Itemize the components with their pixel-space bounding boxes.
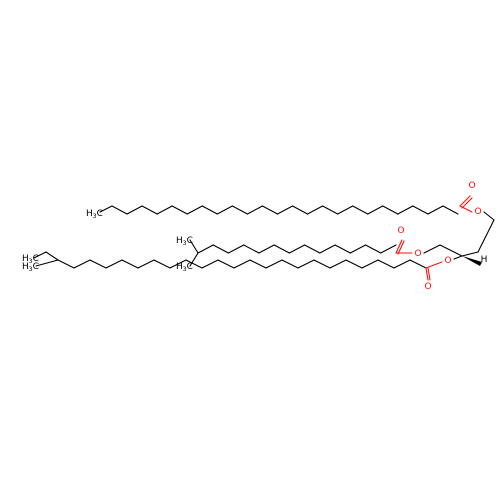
middle-chain-bond xyxy=(243,244,260,254)
ester-oxygen-top: O xyxy=(474,207,481,217)
top-chain-bond xyxy=(397,205,414,215)
top-chain-bond xyxy=(337,205,354,215)
middle-chain-bond xyxy=(319,244,336,254)
bottom-chain-bond xyxy=(137,259,155,269)
bottom-chain-bond xyxy=(313,259,331,269)
middle-carbonyl-bond xyxy=(395,239,403,254)
bottom-carbonyl-bond xyxy=(427,267,431,281)
bottom-chain-bond xyxy=(185,259,203,269)
middle-chain-bond xyxy=(349,244,367,254)
middle-chain-bond xyxy=(227,244,245,254)
middle-chain-bond xyxy=(197,244,214,254)
bottom-chain-bond xyxy=(73,259,91,269)
top-carbonyl-bond xyxy=(461,197,473,209)
top-chain-bond xyxy=(171,205,188,215)
middle-carbonyl-bond xyxy=(397,240,405,255)
bottom-chain-bond xyxy=(249,259,267,269)
methyl-top-label: H3C xyxy=(86,209,103,220)
bottom-chain-bond xyxy=(377,259,395,269)
bottom-chain-bond xyxy=(121,259,139,269)
top-chain-bond xyxy=(427,205,444,215)
top-chain-bond xyxy=(126,205,143,215)
carbonyl-oxygen-bottom: O xyxy=(424,282,431,292)
bottom-ester-bond xyxy=(425,261,443,269)
bottom-chain-bond xyxy=(345,259,363,269)
middle-chain-bond xyxy=(334,244,351,254)
atom-labels: O O O O O O H H3C H3C H3C H3C H3C xyxy=(22,181,487,292)
glycerol-bond xyxy=(461,251,479,257)
bottom-o-bond xyxy=(453,255,463,260)
top-carbonyl-bond xyxy=(459,195,471,207)
middle-ch2-bond xyxy=(423,244,441,254)
top-chain-bond xyxy=(412,205,429,215)
top-chain-bond xyxy=(261,205,279,215)
stereo-hydrogen: H xyxy=(481,255,488,265)
middle-chain-bond xyxy=(288,244,306,254)
stereo-wedge xyxy=(462,256,482,266)
carbonyl-oxygen-middle: O xyxy=(397,226,404,236)
glycerol-bond xyxy=(439,244,463,257)
methyl-middle-b-label: H3C xyxy=(176,262,193,273)
top-ch2-bond xyxy=(483,211,495,221)
bottom-chain-bond xyxy=(281,259,299,269)
bottom-chain-bond xyxy=(45,251,59,261)
middle-chain-bond xyxy=(189,239,199,254)
bottom-chain-bond xyxy=(153,259,171,269)
bottom-chain-bond xyxy=(201,259,219,269)
bottom-chain-bond xyxy=(409,259,427,269)
top-chain-bond xyxy=(291,205,309,215)
methyl-middle-a-label: H3C xyxy=(176,236,193,247)
bond-lines xyxy=(33,195,495,281)
bottom-chain-bond xyxy=(57,259,75,269)
bottom-chain-bond xyxy=(233,259,251,269)
top-chain-bond xyxy=(322,205,339,215)
bottom-chain-bond xyxy=(297,259,315,269)
top-chain-bond xyxy=(156,205,173,215)
top-chain-bond xyxy=(111,205,128,215)
top-chain-bond xyxy=(201,205,218,215)
bottom-chain-bond xyxy=(33,251,47,259)
top-chain-bond xyxy=(307,205,324,215)
middle-chain-bond xyxy=(189,252,199,267)
middle-chain-bond xyxy=(258,244,275,254)
bottom-chain-bond xyxy=(35,259,59,267)
top-chain-bond xyxy=(231,205,248,215)
bottom-chain-bond xyxy=(217,259,235,269)
bottom-chain-bond xyxy=(265,259,283,269)
bottom-chain-bond xyxy=(169,259,187,269)
bottom-chain-bond xyxy=(361,259,379,269)
ester-oxygen-middle: O xyxy=(414,249,421,259)
middle-chain-bond xyxy=(304,244,321,254)
bottom-chain-bond xyxy=(105,259,123,269)
top-chain-bond xyxy=(352,205,369,215)
top-chain-bond xyxy=(276,205,294,215)
methyl-bottom-a-label: H3C xyxy=(22,254,39,265)
top-chain-bond xyxy=(442,205,459,215)
middle-chain-bond xyxy=(273,244,290,254)
middle-chain-bond xyxy=(212,244,230,254)
methyl-bottom-b-label: H3C xyxy=(22,262,39,273)
top-chain-bond xyxy=(367,205,384,215)
carbonyl-oxygen-top: O xyxy=(468,181,475,191)
top-ester-bond xyxy=(459,205,473,213)
top-chain-bond xyxy=(382,205,399,215)
bottom-chain-bond xyxy=(89,259,107,269)
top-chain-bond xyxy=(186,205,203,215)
top-chain-bond xyxy=(141,205,158,215)
top-chain-bond xyxy=(246,205,263,215)
top-chain-bond xyxy=(216,205,233,215)
middle-chain-bond xyxy=(364,244,382,254)
bottom-carbonyl-bond xyxy=(425,267,429,281)
top-chain-bond xyxy=(99,205,113,213)
bottom-chain-bond xyxy=(393,259,411,269)
bottom-chain-bond xyxy=(329,259,347,269)
glycerol-bond xyxy=(477,219,495,253)
middle-chain-bond xyxy=(380,244,397,254)
ester-oxygen-bottom: O xyxy=(444,256,451,266)
